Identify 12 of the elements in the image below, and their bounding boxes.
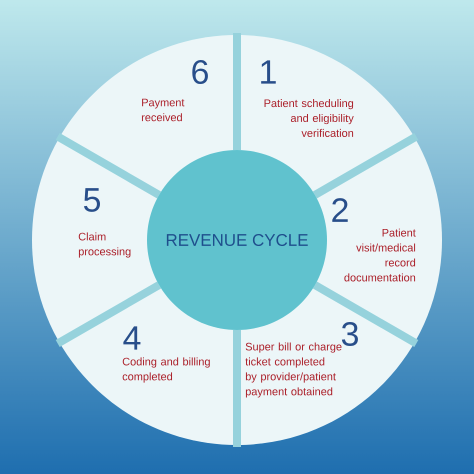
step-description: Claim processing (78, 232, 130, 258)
step-description: Coding and billing completed (122, 357, 210, 383)
step-description: Patient visit/medical record documentation (344, 228, 416, 282)
step-number: 3 (342, 322, 358, 346)
step-number: 2 (332, 198, 348, 222)
step-description: Patient scheduling and eligibility verification (264, 99, 354, 137)
step-number: 1 (261, 60, 276, 84)
step-number: 6 (192, 60, 208, 84)
step-description: Super bill or charge ticket completed by provider/patient payment obtained (245, 342, 342, 398)
step-number: 4 (123, 326, 140, 350)
step-number: 5 (84, 188, 100, 212)
step-description: Payment received (142, 98, 184, 122)
